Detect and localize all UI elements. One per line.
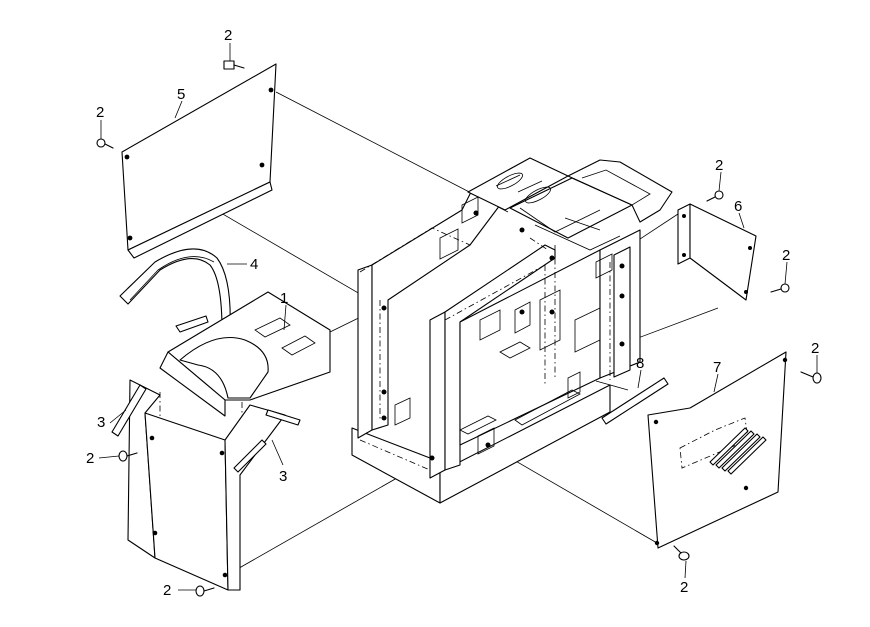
callout-2-right-top: 2 — [715, 157, 723, 174]
screw-bottom-right — [673, 545, 690, 561]
callout-3-bottom: 3 — [279, 468, 287, 485]
part-4-u-band — [119, 248, 231, 337]
callout-1: 1 — [280, 290, 288, 307]
part-3-strips — [111, 384, 301, 473]
callout-2-top: 2 — [224, 27, 232, 44]
callout-4: 4 — [250, 256, 258, 273]
frame-holes — [381, 210, 625, 461]
screw-left-top — [96, 138, 114, 149]
screw-far-right — [800, 371, 822, 384]
callout-2-far-right: 2 — [811, 340, 819, 357]
callout-5: 5 — [177, 86, 185, 103]
screw-bottom-left — [195, 585, 215, 597]
handle-frame — [567, 159, 673, 223]
screws — [96, 60, 822, 597]
callout-2-bottom-right: 2 — [680, 579, 688, 596]
callout-leaders — [98, 43, 818, 591]
base-plate — [351, 427, 441, 504]
callout-7: 7 — [713, 359, 721, 376]
screw-right-top — [706, 190, 724, 202]
vent-slots — [709, 427, 767, 475]
left-side-wall — [357, 264, 373, 439]
screw-right-mid — [770, 283, 790, 293]
front-cover-panel — [127, 379, 286, 591]
screw-top — [223, 60, 245, 70]
callout-2-right-mid: 2 — [782, 247, 790, 264]
callout-3-left: 3 — [97, 414, 105, 431]
main-frame — [351, 157, 673, 504]
callout-2-left-top: 2 — [96, 104, 104, 121]
callout-2-bottom-left: 2 — [163, 582, 171, 599]
part-1-front-bracket — [159, 291, 331, 445]
part-5-cover-panel — [121, 63, 277, 259]
callout-labels: 2 2 5 4 1 3 2 3 2 2 6 2 2 7 8 2 — [86, 27, 819, 599]
callout-8: 8 — [636, 355, 644, 372]
part-7-vented-panel — [647, 351, 788, 549]
callout-6: 6 — [734, 198, 742, 215]
part-8-strip — [601, 377, 669, 425]
callout-2-left-mid: 2 — [86, 450, 94, 467]
part-6-bracket — [677, 203, 757, 301]
